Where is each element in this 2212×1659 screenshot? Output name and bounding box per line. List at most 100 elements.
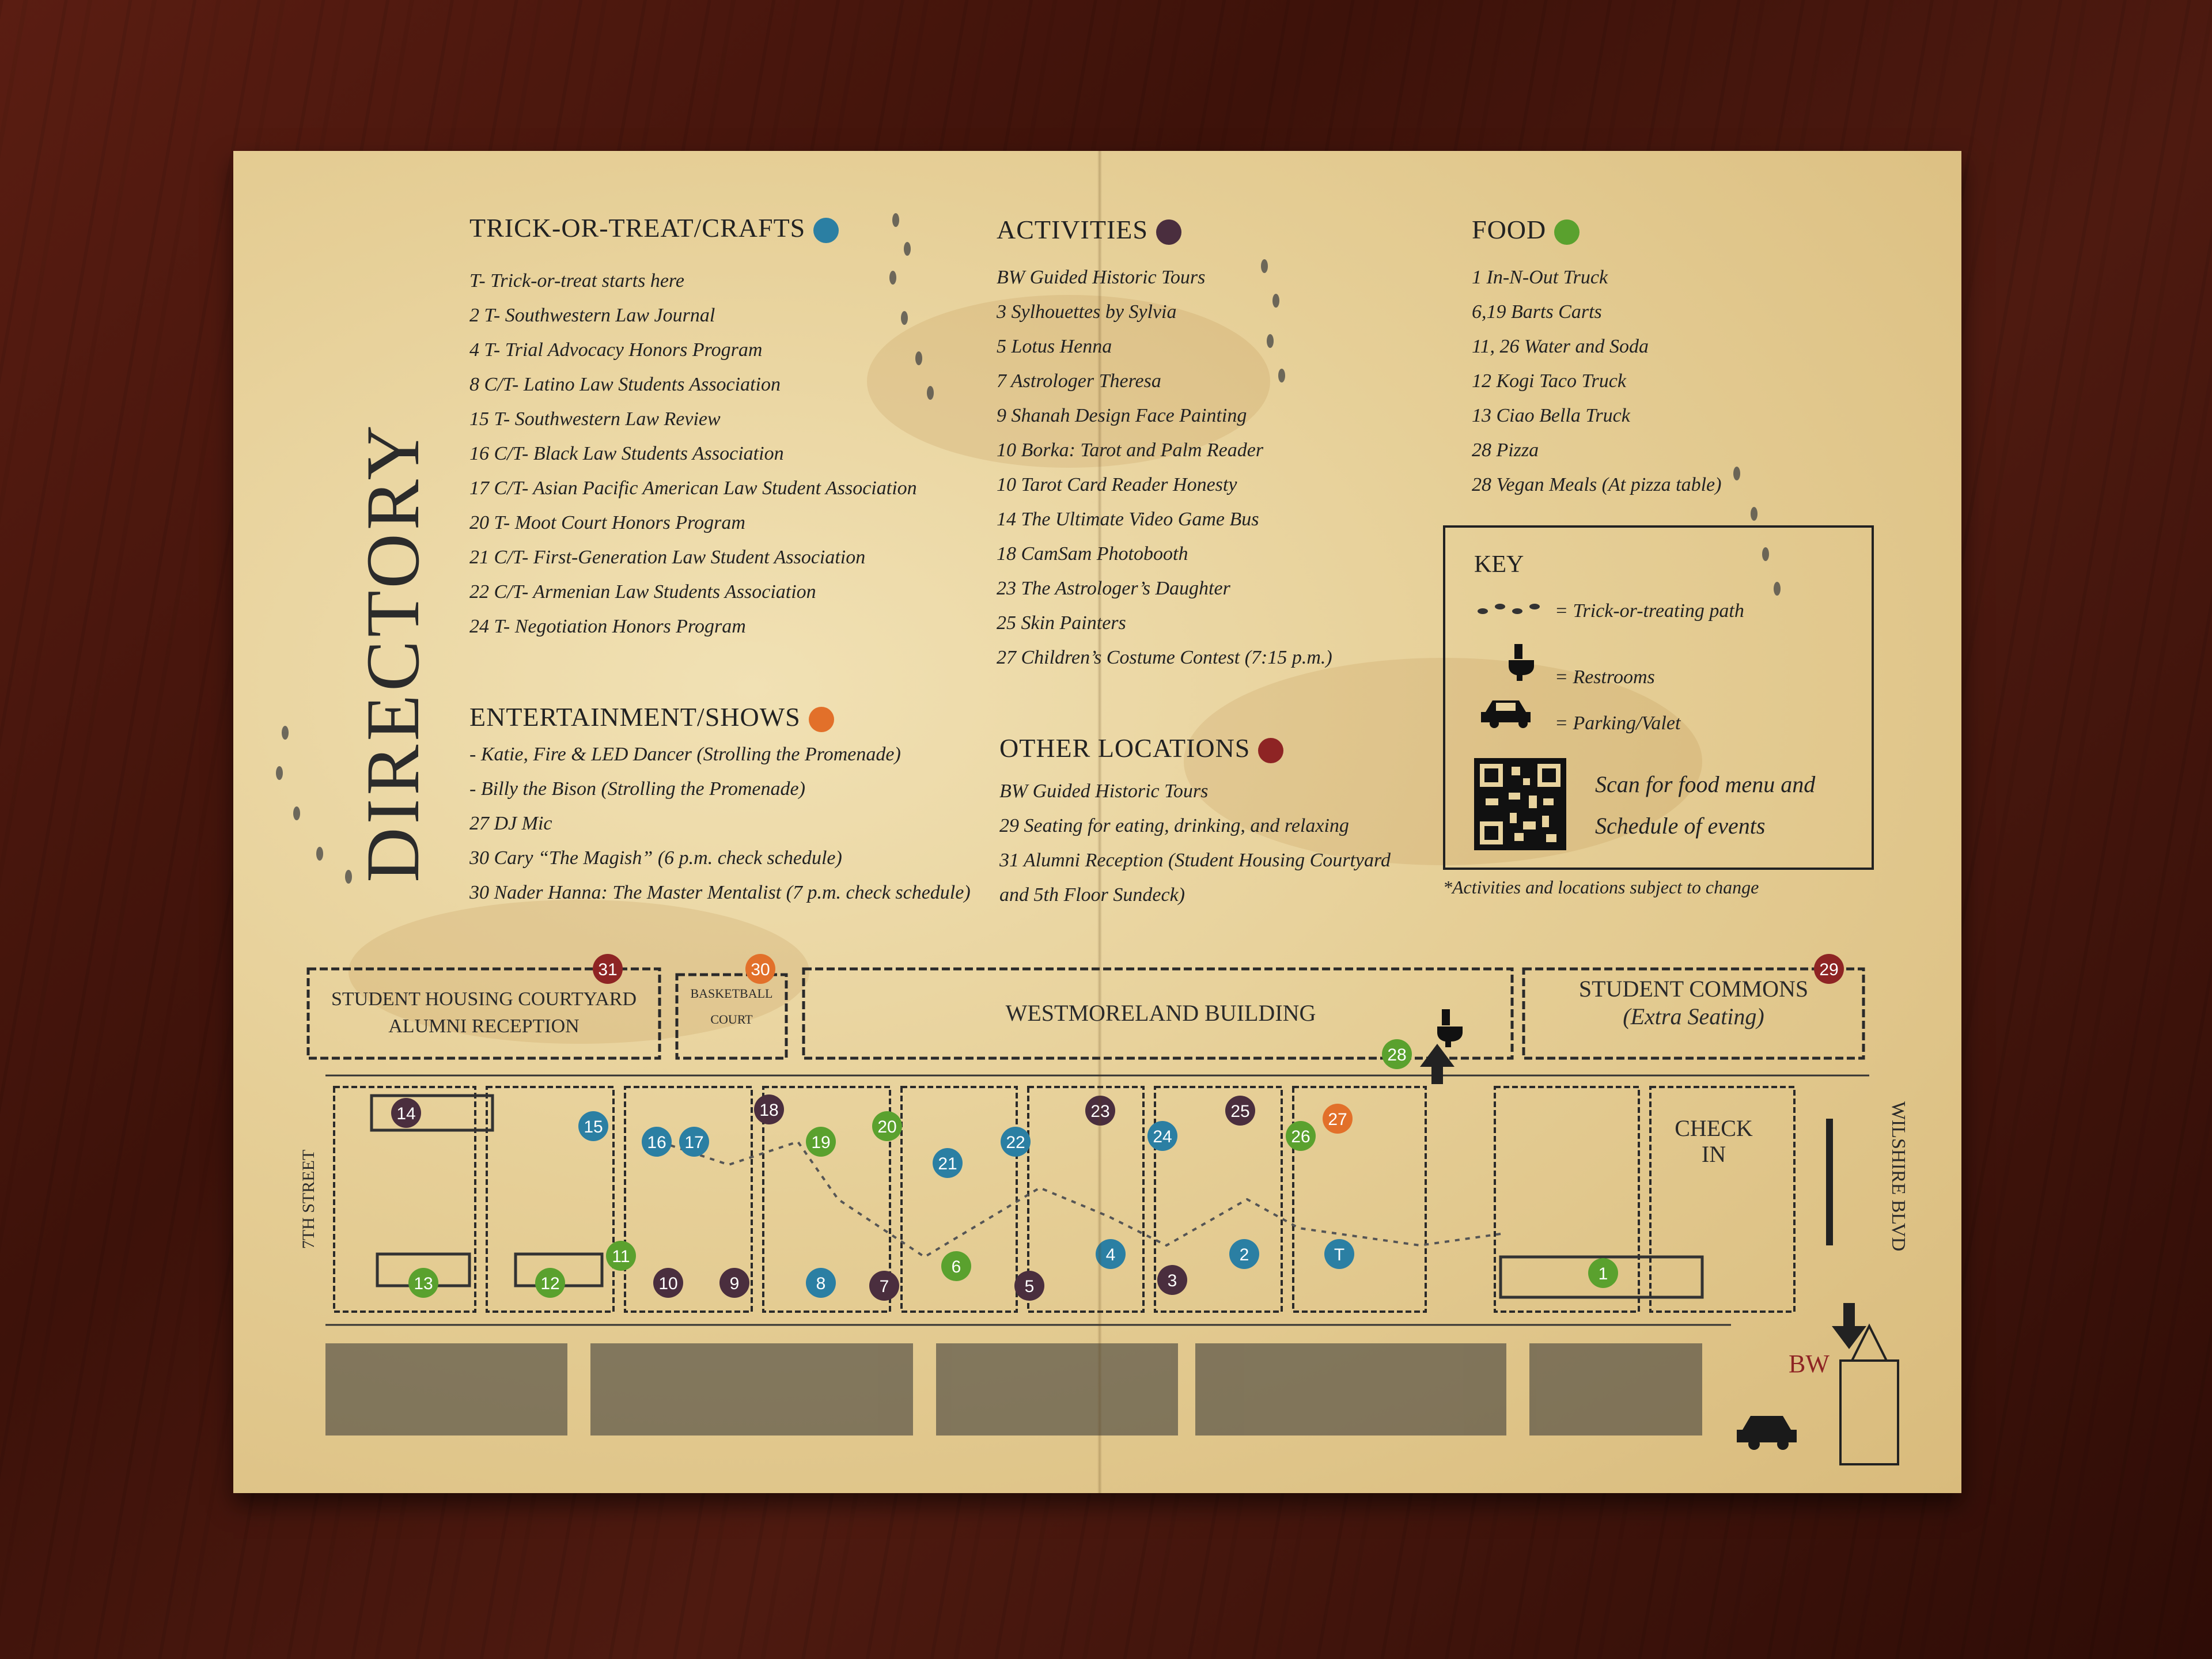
commons-label-1: STUDENT COMMONS	[1579, 976, 1808, 1002]
food-title: FOOD	[1472, 215, 1547, 244]
marker-26-label: 26	[1291, 1127, 1310, 1146]
student-housing-courtyard[interactable]	[306, 967, 661, 1060]
marker-7-circle[interactable]	[869, 1271, 899, 1301]
footprint-mark	[889, 271, 896, 285]
video-game-bus	[370, 1094, 494, 1132]
marker-5-circle[interactable]	[1014, 1271, 1044, 1301]
promenade-block	[1494, 1086, 1640, 1313]
marker-26-circle[interactable]	[1286, 1121, 1316, 1151]
footprint-mark	[345, 870, 352, 884]
marker-30-circle[interactable]	[745, 954, 775, 984]
marker-25-circle[interactable]	[1225, 1096, 1255, 1126]
marker-2-circle[interactable]	[1229, 1239, 1259, 1269]
check-in-block	[1649, 1086, 1796, 1313]
marker-10-circle[interactable]	[653, 1268, 683, 1298]
footprint-mark	[892, 213, 899, 227]
marker-23-circle[interactable]	[1085, 1096, 1115, 1126]
marker-18-circle[interactable]	[754, 1094, 784, 1124]
qr-caption-line-1: Scan for food menu and	[1595, 771, 1816, 797]
marker-31-circle[interactable]	[593, 954, 623, 984]
marker-6-circle[interactable]	[941, 1251, 971, 1281]
marker-T-circle[interactable]	[1324, 1239, 1354, 1269]
marker-27-label: 27	[1328, 1110, 1347, 1129]
campus-map: STUDENT HOUSING COURTYARD ALUMNI RECEPTI…	[299, 954, 1909, 1465]
marker-14-circle[interactable]	[391, 1098, 421, 1128]
basketball-court[interactable]	[675, 973, 788, 1060]
trick-or-treat-item: 4 T- Trial Advocacy Honors Program	[469, 339, 763, 361]
westmoreland-building[interactable]	[802, 967, 1514, 1060]
other-locations-item: 31 Alumni Reception (Student Housing Cou…	[999, 850, 1391, 871]
marker-25-label: 25	[1230, 1102, 1249, 1121]
commons-label-2: (Extra Seating)	[1623, 1003, 1764, 1029]
marker-12-circle[interactable]	[535, 1268, 565, 1298]
marker-24-circle[interactable]	[1147, 1121, 1177, 1151]
key-row-restroom: = Restrooms	[1474, 643, 1655, 688]
bw-tower	[1839, 1323, 1899, 1465]
marker-11-circle[interactable]	[606, 1241, 636, 1271]
food-item: 1 In-N-Out Truck	[1472, 267, 1608, 288]
marker-3-circle[interactable]	[1157, 1265, 1187, 1295]
arrow-down-icon	[1832, 1303, 1866, 1349]
footprint-mark	[1278, 369, 1285, 382]
landscaping	[590, 1343, 913, 1435]
key-path-label: = Trick-or-treating path	[1555, 600, 1744, 622]
marker-21-label: 21	[938, 1154, 957, 1173]
promenade-block	[486, 1086, 615, 1313]
qr-caption: Scan for food menu and Schedule of event…	[1595, 764, 1815, 847]
trick-or-treat-item: 2 T- Southwestern Law Journal	[469, 305, 715, 326]
check-in-label-2: IN	[1702, 1141, 1726, 1167]
student-commons[interactable]	[1522, 967, 1865, 1060]
trick-or-treat-item: 17 C/T- Asian Pacific American Law Stude…	[469, 478, 917, 499]
trick-or-treat-item: 21 C/T- First-Generation Law Student Ass…	[469, 547, 866, 568]
activities-title: ACTIVITIES	[997, 215, 1148, 244]
footprint-mark	[927, 386, 934, 400]
qr-caption-line-2: Schedule of events	[1595, 813, 1766, 839]
footprint-mark	[901, 311, 908, 325]
marker-4-circle[interactable]	[1096, 1239, 1126, 1269]
marker-22-circle[interactable]	[1001, 1127, 1031, 1157]
marker-27-circle[interactable]	[1323, 1104, 1353, 1134]
marker-17-circle[interactable]	[679, 1127, 709, 1157]
activities-item: 3 Sylhouettes by Sylvia	[997, 301, 1177, 323]
activities-item: 5 Lotus Henna	[997, 336, 1112, 357]
marker-4-label: 4	[1106, 1245, 1116, 1264]
entertainment-dot	[808, 707, 834, 733]
entertainment-title: ENTERTAINMENT/SHOWS	[469, 702, 801, 732]
marker-2-label: 2	[1240, 1245, 1249, 1264]
food-item: 28 Pizza	[1472, 440, 1539, 461]
marker-20-circle[interactable]	[872, 1111, 902, 1141]
marker-11-label: 11	[612, 1247, 630, 1266]
marker-15-circle[interactable]	[578, 1111, 608, 1141]
landscaping	[1529, 1343, 1702, 1435]
other-locations-dot	[1258, 738, 1284, 764]
marker-13-circle[interactable]	[408, 1268, 438, 1298]
marker-20-label: 20	[877, 1118, 896, 1137]
marker-9-circle[interactable]	[719, 1268, 749, 1298]
key-title: KEY	[1474, 551, 1524, 578]
marker-29-circle[interactable]	[1814, 954, 1844, 984]
marker-21-circle[interactable]	[933, 1148, 963, 1178]
change-note: *Activities and locations subject to cha…	[1443, 877, 1759, 897]
landscaping	[936, 1343, 1178, 1435]
footprint-mark	[1774, 582, 1781, 596]
activities-item: 27 Children’s Costume Contest (7:15 p.m.…	[997, 647, 1332, 668]
trick-or-treat-title: TRICK-OR-TREAT/CRAFTS	[469, 213, 806, 243]
marker-16-circle[interactable]	[642, 1127, 672, 1157]
marker-8-circle[interactable]	[806, 1268, 836, 1298]
activities-item: 10 Tarot Card Reader Honesty	[997, 474, 1237, 495]
food-item: 28 Vegan Meals (At pizza table)	[1472, 474, 1722, 495]
marker-1-label: 1	[1599, 1264, 1608, 1283]
qr-code[interactable]	[1474, 758, 1566, 850]
trick-or-treat-dot	[813, 218, 839, 244]
seventh-street-label: 7TH STREET	[299, 1150, 318, 1249]
activities-item: 23 The Astrologer’s Daughter	[997, 578, 1230, 599]
marker-19-circle[interactable]	[806, 1127, 836, 1157]
marker-28-circle[interactable]	[1382, 1039, 1412, 1069]
other-locations-heading: OTHER LOCATIONS	[999, 733, 1284, 764]
trick-or-treat-item: 22 C/T- Armenian Law Students Associatio…	[469, 581, 816, 603]
marker-1-circle[interactable]	[1588, 1258, 1618, 1288]
trick-or-treat-path	[659, 1140, 1501, 1259]
